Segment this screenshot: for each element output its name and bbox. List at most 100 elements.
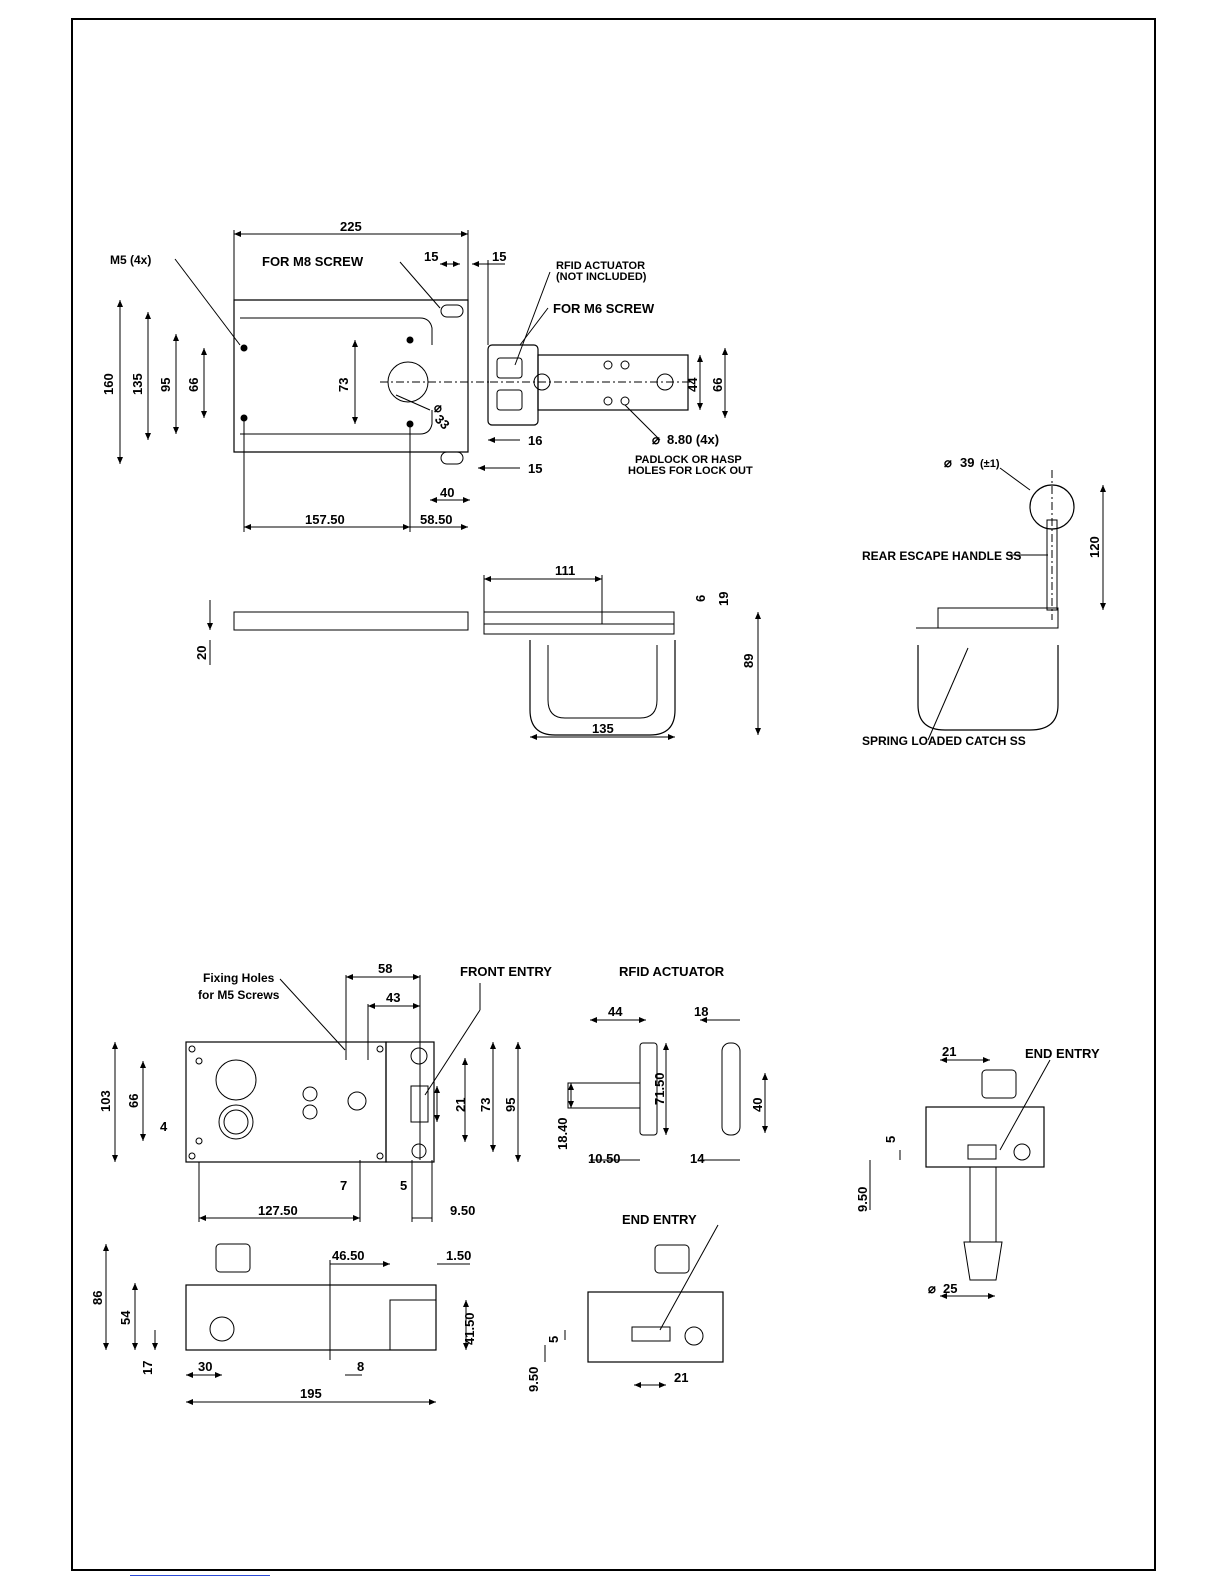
- lock-side: [483, 611, 675, 625]
- dim-9-50: 9.50: [855, 1187, 870, 1212]
- dim-157-50: 157.50: [305, 512, 345, 527]
- dim-43: 43: [386, 990, 400, 1005]
- label-rfid-actuator: RFID ACTUATOR: [556, 260, 645, 272]
- end-entry-right-body: [925, 1106, 1045, 1168]
- actuator-side: [721, 1042, 741, 1136]
- dim-44: 44: [608, 1004, 623, 1019]
- dim-21: 21: [453, 1098, 468, 1112]
- dim-8: 8: [357, 1359, 364, 1374]
- dim-66: 66: [710, 378, 725, 392]
- dim-40: 40: [440, 485, 454, 500]
- label-not-included: (NOT INCLUDED): [556, 271, 647, 283]
- dim-195: 195: [300, 1386, 322, 1401]
- dim-135: 135: [592, 721, 614, 736]
- dim-135: 135: [130, 373, 145, 395]
- dim-95: 95: [158, 378, 173, 392]
- switch-head: [385, 1041, 435, 1163]
- mounting-plate: [233, 299, 469, 453]
- dim-73: 73: [478, 1098, 493, 1112]
- slot-bottom: [440, 451, 464, 465]
- dim-86: 86: [90, 1291, 105, 1305]
- dim-21: 21: [674, 1370, 688, 1385]
- dim-44: 44: [685, 377, 700, 392]
- dim-16: 16: [528, 433, 542, 448]
- label-for-m5: for M5 Screws: [198, 988, 280, 1002]
- footer-link-line: [130, 1575, 270, 1576]
- top-drawing-text: 225 15 15 160 135 95 66 73 ⌀ 33 44 66 16…: [101, 219, 1102, 748]
- dim-54: 54: [118, 1310, 133, 1325]
- mount-hole: [406, 336, 414, 344]
- switch-body: [185, 1041, 387, 1163]
- label-rear-escape: REAR ESCAPE HANDLE SS: [862, 549, 1021, 563]
- label-padlock: PADLOCK OR HASP: [635, 454, 742, 466]
- dim-66: 66: [126, 1094, 141, 1108]
- label-m8: FOR M8 SCREW: [262, 254, 364, 269]
- diameter-symbol: ⌀: [928, 1281, 936, 1296]
- label-m5: M5 (4x): [110, 253, 151, 267]
- mount-hole: [240, 344, 248, 352]
- dim-225: 225: [340, 219, 362, 234]
- dim-15: 15: [492, 249, 506, 264]
- dim-39-tolerance: (±1): [980, 458, 1000, 470]
- dim-21: 21: [942, 1044, 956, 1059]
- dim-25: 25: [943, 1281, 957, 1296]
- dim-14: 14: [690, 1151, 705, 1166]
- dim-9-50: 9.50: [450, 1203, 475, 1218]
- slot-top: [440, 304, 464, 318]
- dim-15: 15: [528, 461, 542, 476]
- dim-41-50: 41.50: [462, 1312, 477, 1345]
- dim-58-50: 58.50: [420, 512, 453, 527]
- dim-30: 30: [198, 1359, 212, 1374]
- dim-diameter-33: ⌀: [434, 400, 442, 415]
- dim-127-50: 127.50: [258, 1203, 298, 1218]
- label-end-entry-right: END ENTRY: [1025, 1046, 1100, 1061]
- end-entry-body: [587, 1291, 724, 1363]
- dim-58: 58: [378, 961, 392, 976]
- label-hasp-holes: HOLES FOR LOCK OUT: [628, 465, 753, 477]
- dim-46-50: 46.50: [332, 1248, 365, 1263]
- plate-side: [233, 611, 469, 631]
- dim-120: 120: [1087, 536, 1102, 558]
- dim-18-40: 18.40: [555, 1117, 570, 1150]
- dim-73: 73: [336, 378, 351, 392]
- dim-17: 17: [140, 1361, 155, 1375]
- top-drawing: [117, 230, 1106, 741]
- bottom-drawing: [103, 974, 1051, 1405]
- dim-5: 5: [400, 1178, 407, 1193]
- dim-15: 15: [424, 249, 438, 264]
- dim-10-50: 10.50: [588, 1151, 621, 1166]
- diameter-symbol: ⌀: [652, 432, 660, 447]
- dim-5: 5: [883, 1136, 898, 1143]
- label-rfid-actuator: RFID ACTUATOR: [619, 964, 725, 979]
- rear-lock-side: [937, 607, 1059, 629]
- sheet-border: [71, 18, 1156, 1571]
- dim-19: 19: [716, 592, 731, 606]
- dim-103: 103: [98, 1090, 113, 1112]
- label-fixing-holes: Fixing Holes: [203, 971, 275, 985]
- dim-95: 95: [503, 1098, 518, 1112]
- label-spring-catch: SPRING LOADED CATCH SS: [862, 734, 1026, 748]
- bottom-drawing-text: Fixing Holes for M5 Screws FRONT ENTRY R…: [90, 961, 1100, 1401]
- key-icon: [347, 1091, 367, 1111]
- dim-39: 39: [960, 455, 974, 470]
- dim-40: 40: [750, 1098, 765, 1112]
- dim-7: 7: [340, 1178, 347, 1193]
- knob-side: [215, 1243, 251, 1273]
- label-end-entry: END ENTRY: [622, 1212, 697, 1227]
- dim-160: 160: [101, 373, 116, 395]
- dim-89: 89: [741, 654, 756, 668]
- dim-18: 18: [694, 1004, 708, 1019]
- dim-20: 20: [194, 646, 209, 660]
- label-front-entry: FRONT ENTRY: [460, 964, 552, 979]
- dim-66: 66: [186, 378, 201, 392]
- dim-9-50: 9.50: [526, 1367, 541, 1392]
- dim-4: 4: [160, 1119, 168, 1134]
- dim-1-50: 1.50: [446, 1248, 471, 1263]
- label-m6: FOR M6 SCREW: [553, 301, 655, 316]
- diameter-symbol: ⌀: [944, 455, 952, 470]
- lock-body: [487, 344, 539, 426]
- dim-6: 6: [693, 595, 708, 602]
- dim-111: 111: [555, 563, 575, 578]
